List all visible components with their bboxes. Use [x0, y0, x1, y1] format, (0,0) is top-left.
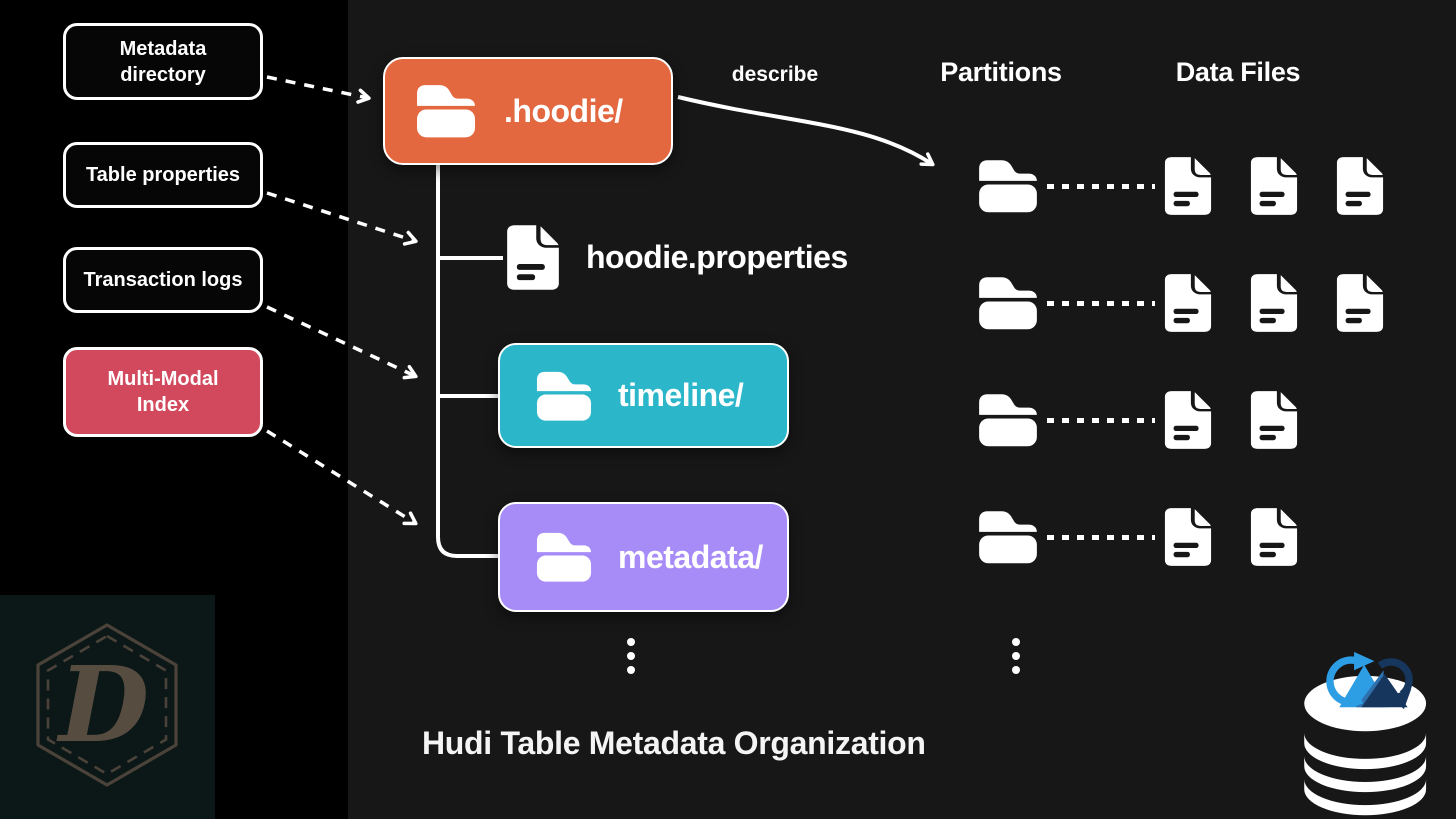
file-icon	[505, 223, 561, 292]
page-title: Hudi Table Metadata Organization	[422, 725, 926, 761]
file-icon	[1249, 506, 1299, 568]
node-label: timeline/	[618, 377, 744, 413]
file-icon	[1249, 272, 1299, 334]
hexagon-d-monogram-icon: D	[36, 623, 178, 787]
file-icon	[1335, 272, 1385, 334]
describe-label: describe	[731, 63, 819, 86]
partition-row	[975, 272, 1421, 334]
dotted-connector	[1047, 534, 1155, 540]
file-icon	[1249, 389, 1299, 451]
ellipsis-dots	[627, 638, 635, 674]
hoodie-directory-node: .hoodie/	[383, 57, 673, 165]
partition-row	[975, 155, 1421, 217]
label-text: Table properties	[85, 164, 241, 186]
folder-icon	[532, 529, 596, 585]
folder-icon	[975, 273, 1041, 333]
node-label: metadata/	[618, 538, 763, 575]
file-icon	[1249, 155, 1299, 217]
folder-icon	[532, 368, 596, 424]
dotted-connector	[1047, 183, 1155, 189]
file-icon	[1163, 389, 1213, 451]
folder-icon	[412, 81, 480, 141]
label-box-metadata-directory: Metadata directory	[63, 23, 263, 100]
partitions-header: Partitions	[940, 57, 1062, 87]
partition-row	[975, 506, 1421, 568]
file-icon	[1163, 272, 1213, 334]
file-icon	[1163, 506, 1213, 568]
ellipsis-dots	[1012, 638, 1020, 674]
label-box-transaction-logs: Transaction logs	[63, 247, 263, 313]
hoodie-properties-node: hoodie.properties	[505, 223, 848, 292]
brand-logo: D	[0, 595, 215, 819]
folder-icon	[975, 156, 1041, 216]
node-label: hoodie.properties	[586, 239, 848, 275]
metadata-directory-node: metadata/	[498, 502, 789, 612]
label-box-table-properties: Table properties	[63, 142, 263, 208]
partition-row	[975, 389, 1421, 451]
label-box-multimodal-index: Multi-Modal Index	[63, 347, 263, 437]
dotted-connector	[1047, 417, 1155, 423]
svg-text:D: D	[56, 643, 149, 766]
label-text: Metadata directory	[119, 37, 207, 86]
partition-rows	[975, 155, 1421, 623]
dotted-connector	[1047, 300, 1155, 306]
folder-icon	[975, 390, 1041, 450]
file-icon	[1163, 155, 1213, 217]
label-text: Transaction logs	[83, 269, 243, 291]
hudi-database-icon	[1304, 651, 1427, 816]
folder-icon	[975, 507, 1041, 567]
label-text: Multi-Modal Index	[107, 368, 219, 416]
node-label: .hoodie/	[504, 92, 623, 129]
timeline-directory-node: timeline/	[498, 343, 789, 448]
file-icon	[1335, 155, 1385, 217]
data-files-header: Data Files	[1175, 57, 1301, 87]
